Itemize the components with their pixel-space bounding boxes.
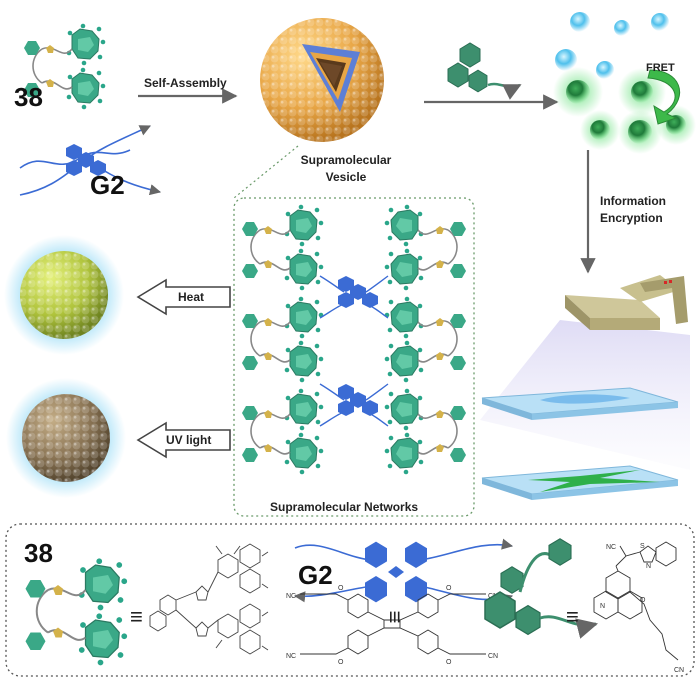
svg-text:O: O	[640, 597, 646, 604]
label-info-line1: Information	[600, 194, 666, 208]
label-info-line2: Encryption	[600, 211, 663, 225]
svg-text:NC: NC	[286, 653, 296, 660]
heat-arrow	[136, 278, 231, 316]
label-fret: FRET	[646, 62, 675, 74]
label-networks: Supramolecular Networks	[270, 500, 419, 514]
uv-light-arrow	[136, 421, 231, 459]
svg-text:NC: NC	[606, 544, 616, 551]
svg-text:O: O	[446, 659, 452, 666]
acceptor-dye-molecule	[447, 42, 522, 100]
structure-g2-sketch	[300, 593, 486, 655]
label-vesicle-line1: Supramolecular	[300, 153, 392, 167]
label-38-top: 38	[14, 82, 43, 112]
fret-panel	[553, 12, 696, 154]
brown-sphere	[6, 378, 126, 498]
network-box	[233, 197, 475, 517]
label-self-assembly: Self-Assembly	[144, 76, 227, 90]
network-structure	[242, 205, 466, 475]
decrypted-plate-green	[481, 465, 679, 500]
label-g2-top: G2	[90, 170, 125, 200]
structure-38-sketch	[149, 543, 269, 655]
label-38-bottom: 38	[24, 538, 53, 568]
encrypted-plate-uv	[481, 387, 679, 420]
svg-text:NC: NC	[286, 593, 296, 600]
equiv-sign-1: ≡	[130, 604, 143, 629]
svg-text:N: N	[646, 563, 651, 570]
label-vesicle-line2: Vesicle	[325, 170, 367, 184]
vesicle	[260, 18, 384, 142]
green-sphere	[4, 235, 124, 355]
molecule-38-bottom	[26, 558, 128, 665]
molecule-g2-top	[19, 125, 162, 196]
label-uv-light: UV light	[166, 433, 212, 447]
svg-text:CN: CN	[488, 653, 498, 660]
svg-text:S: S	[640, 543, 645, 550]
molecule-g2-bottom	[293, 538, 514, 605]
svg-text:O: O	[338, 659, 344, 666]
structure-dye-text: NC S N N O CN	[600, 543, 684, 674]
structures-box	[5, 523, 695, 677]
svg-text:CN: CN	[674, 667, 684, 674]
uv-lamp	[480, 275, 690, 470]
svg-text:N: N	[600, 603, 605, 610]
dye-bottom-schematic	[484, 538, 599, 639]
svg-text:O: O	[338, 585, 344, 592]
equiv-sign-2: ≡	[382, 610, 408, 624]
equiv-sign-3: ≡	[566, 604, 579, 629]
svg-text:O: O	[446, 585, 452, 592]
label-heat: Heat	[178, 290, 205, 304]
label-g2-bottom: G2	[298, 560, 333, 590]
structure-dye-sketch	[593, 541, 679, 661]
